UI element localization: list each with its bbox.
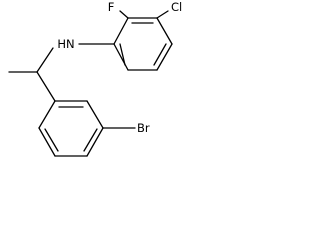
bond-nh-ch	[36, 47, 54, 73]
bond-ring1-c6-c1	[113, 17, 129, 45]
upper-benzene-ring	[113, 17, 173, 71]
fluorine-label: F	[108, 0, 115, 14]
bond-ring2-c6-c1	[38, 100, 56, 129]
amine-label: HN	[57, 37, 74, 51]
bond-ring1-c3-c4	[156, 43, 173, 71]
bond-ch-aryl	[36, 71, 56, 102]
bond-ring1-inner-c5-c6	[119, 43, 126, 66]
bond-ring1-c2-c3	[156, 17, 173, 45]
bond-c-cl	[156, 10, 169, 19]
bond-ring2-inner-c3-c4	[83, 128, 98, 152]
bond-c-f	[119, 10, 129, 19]
bond-ring2-c3-c4	[86, 127, 104, 157]
bromine-label: Br	[137, 121, 150, 135]
bond-ring1-c5-c6	[113, 43, 129, 71]
chlorine-label: Cl	[171, 0, 182, 14]
bond-ring2-c5-c6	[38, 127, 56, 157]
bond-ring2-c2-c3	[86, 100, 104, 129]
bond-ring1-inner-c3-c4	[153, 43, 167, 66]
bond-ring2-inner-c5-c6	[44, 128, 59, 152]
molecule-structure: F Cl HN Br	[8, 0, 182, 157]
lower-benzene-ring	[38, 100, 104, 157]
